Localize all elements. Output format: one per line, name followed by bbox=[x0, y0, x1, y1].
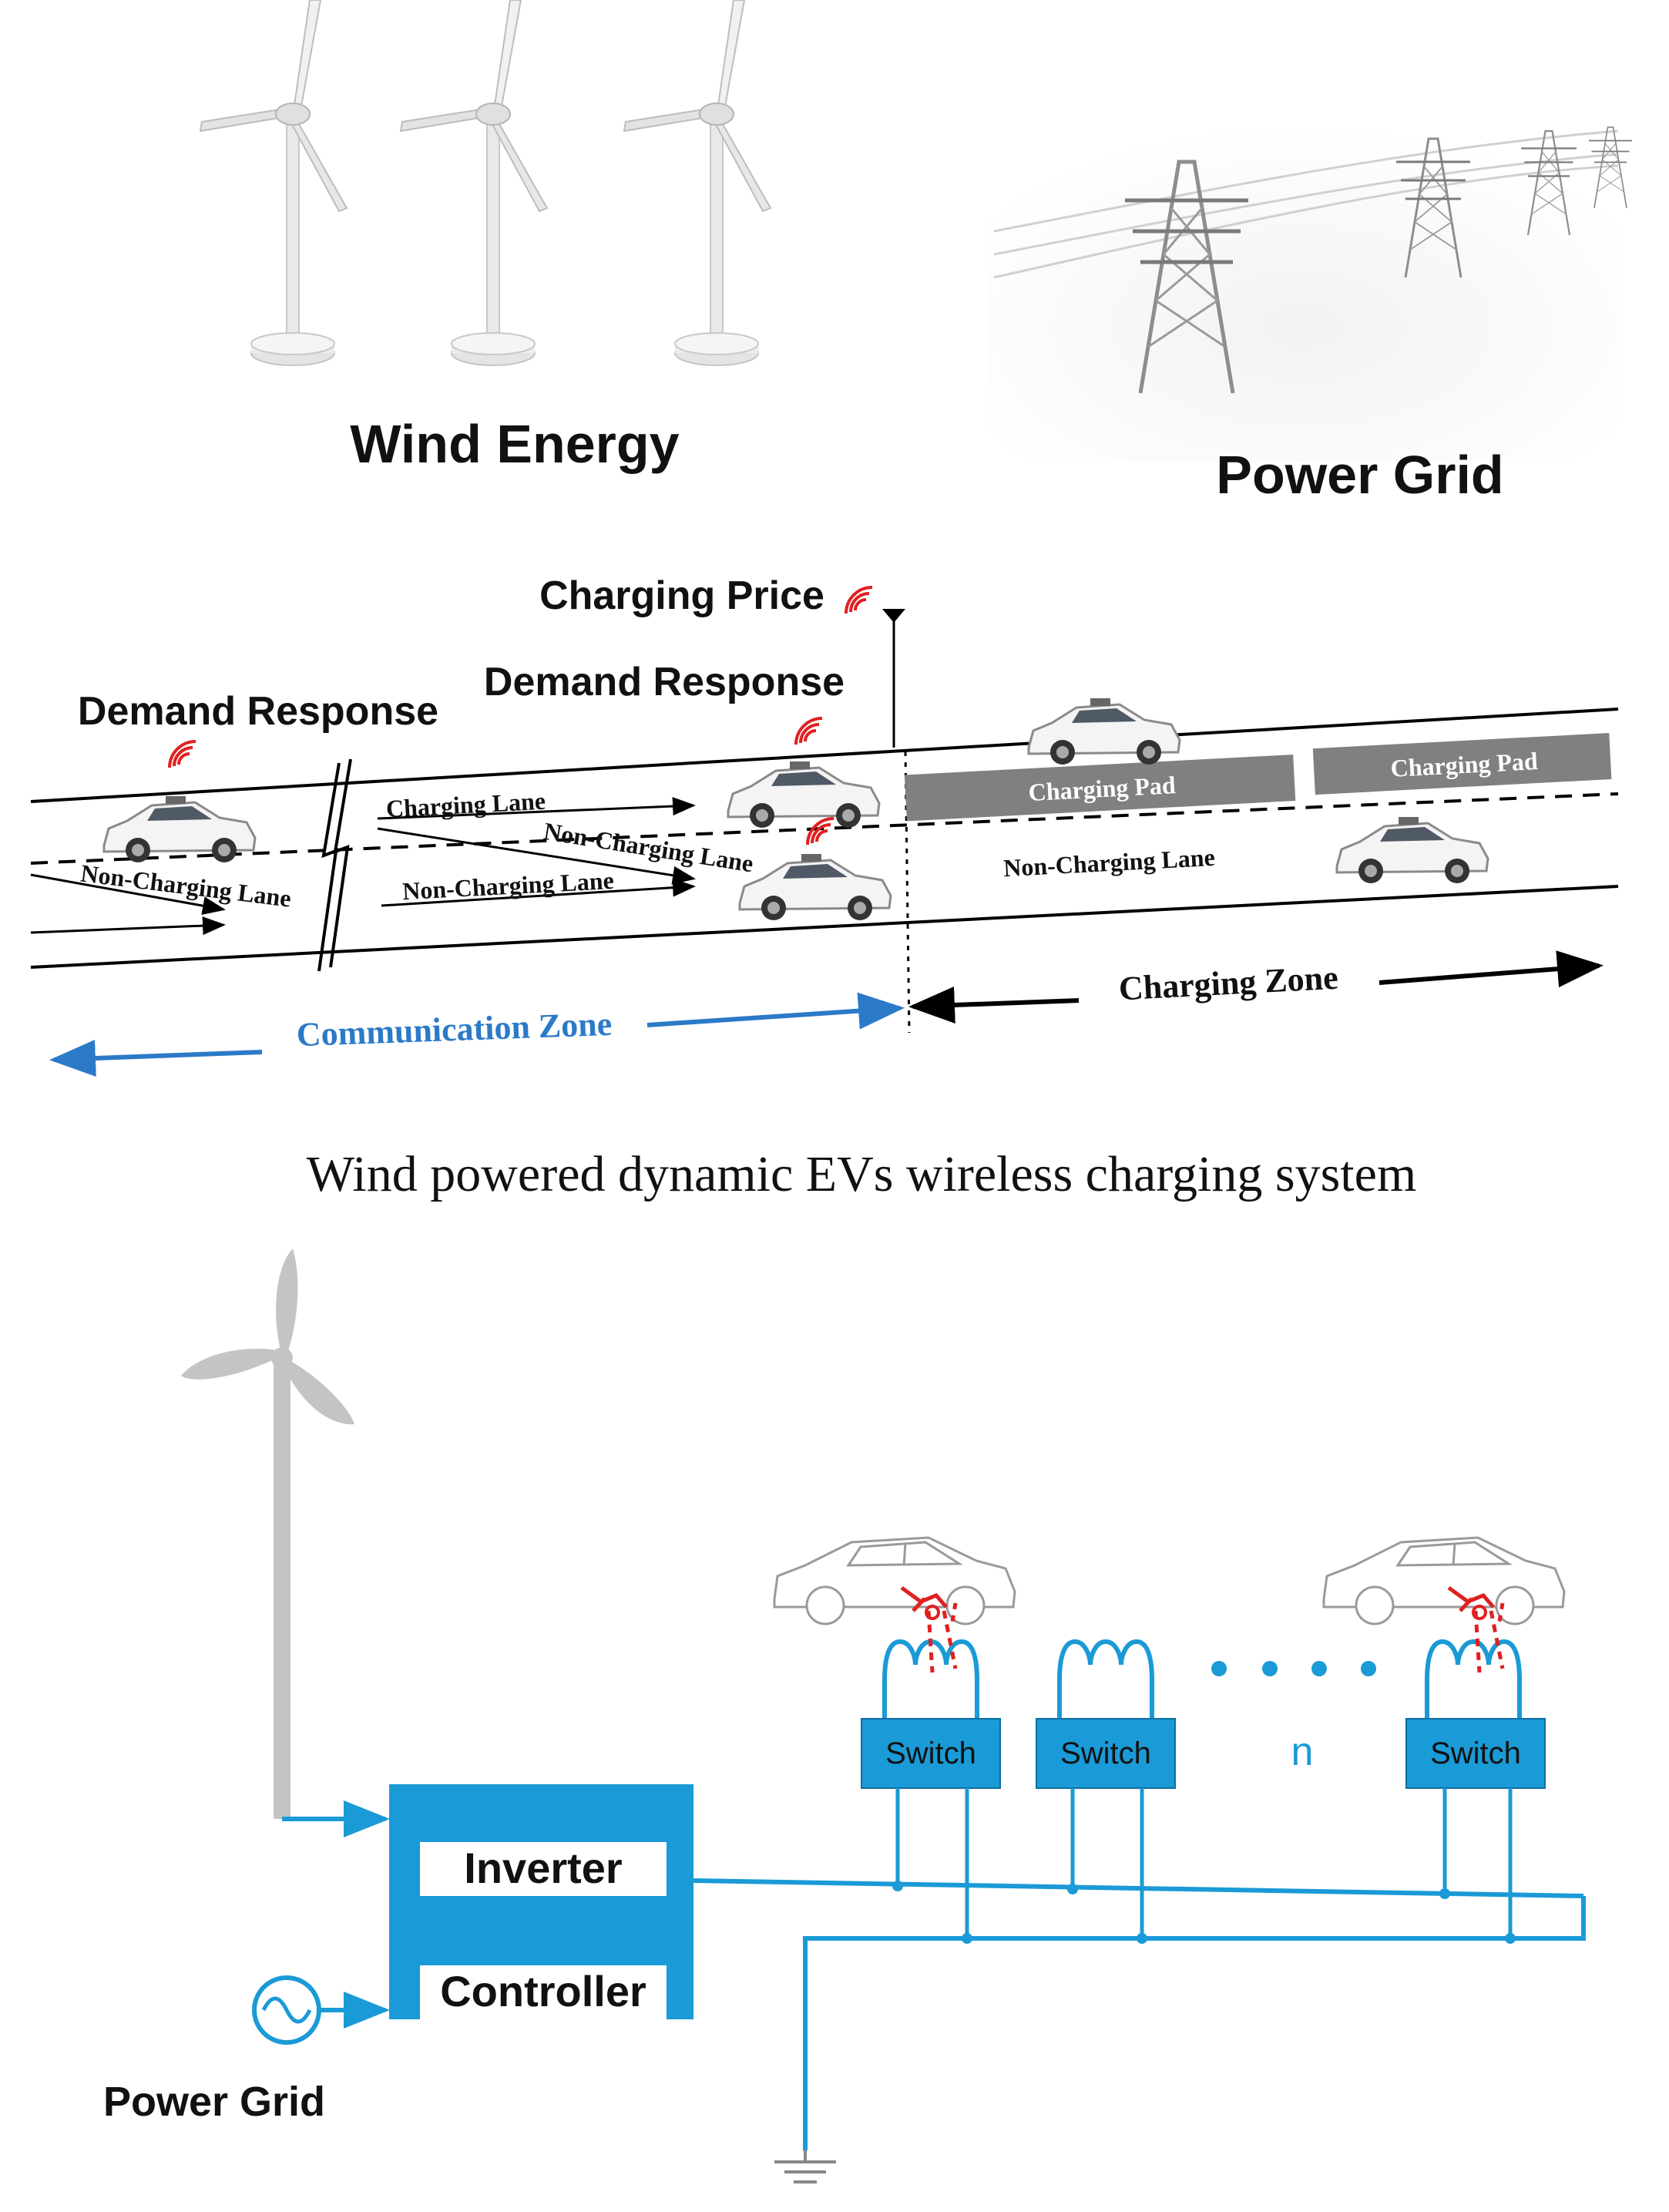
antenna-signal-icon bbox=[845, 586, 874, 615]
lane-divider bbox=[30, 792, 1619, 865]
coil-1-icon bbox=[885, 1642, 977, 1680]
charging-zone-arrow-left bbox=[908, 987, 1080, 1024]
wind-turbine-1 bbox=[200, 0, 348, 366]
noncharging-lane-arrow bbox=[381, 878, 696, 907]
car-noncharging-lane bbox=[738, 852, 892, 922]
switch-n-box bbox=[1405, 1718, 1546, 1789]
lane-arrow-left-1 bbox=[30, 873, 226, 916]
switch-2-box bbox=[1036, 1718, 1176, 1789]
charging-pad-2: Charging Pad bbox=[1312, 733, 1612, 795]
power-grid-top-label: Power Grid bbox=[1216, 445, 1503, 505]
n-label: n bbox=[1291, 1730, 1314, 1774]
road-edge-bottom bbox=[30, 885, 1619, 969]
bus-line-return bbox=[803, 1896, 1586, 2150]
road-break-left bbox=[317, 762, 341, 972]
circuit-diagram: Inverter Controller Power Grid Switch bbox=[103, 1249, 1586, 2183]
charging-lane-label: Charging Lane bbox=[385, 787, 546, 823]
power-grid-circuit-label: Power Grid bbox=[103, 2079, 325, 2125]
demand-response-left-label: Demand Response bbox=[78, 689, 438, 734]
road-break-right bbox=[329, 758, 352, 968]
turbine-silhouette-icon bbox=[181, 1249, 354, 1819]
coil-2-icon bbox=[1059, 1642, 1152, 1680]
ellipsis-dots bbox=[1211, 1661, 1376, 1676]
switch-1-box bbox=[861, 1718, 1001, 1789]
car-charging-lane bbox=[727, 760, 881, 829]
road-edge-top bbox=[30, 708, 1619, 803]
switch-n-label: Switch bbox=[1430, 1736, 1521, 1770]
charging-price-label: Charging Price bbox=[539, 573, 824, 618]
road-diagram: Charging Pad Charging Pad bbox=[30, 586, 1619, 1077]
demand-response-right-label: Demand Response bbox=[484, 660, 845, 704]
charging-zone-label: Charging Zone bbox=[1118, 959, 1339, 1008]
coil-n-icon bbox=[1427, 1642, 1520, 1680]
switch-unit-n: Switch bbox=[1322, 1536, 1566, 1944]
wind-energy-label: Wind Energy bbox=[350, 414, 679, 474]
inverter-label-box bbox=[420, 1842, 667, 1896]
charging-zone-arrow-right bbox=[1379, 950, 1604, 988]
wireless-transfer-1-icon bbox=[900, 1585, 958, 1673]
car-left-signal-icon bbox=[168, 740, 197, 769]
bus-line-top bbox=[693, 1878, 1584, 1898]
car-noncharging-lane-signal-icon bbox=[806, 817, 835, 846]
lane-arrow-left-2 bbox=[30, 916, 226, 936]
switch-1-label: Switch bbox=[885, 1736, 976, 1770]
ev-car-n bbox=[1322, 1536, 1566, 1625]
car-right-noncharging bbox=[1335, 815, 1489, 885]
noncharging-lane-left-label: Non-Charging Lane bbox=[79, 859, 293, 912]
figure-caption: Wind powered dynamic EVs wireless chargi… bbox=[307, 1146, 1416, 1202]
ground-icon bbox=[774, 2150, 836, 2183]
wind-turbine-2 bbox=[400, 0, 548, 366]
charging-pad-1: Charging Pad bbox=[904, 755, 1296, 822]
cross-lane-arrow bbox=[377, 827, 696, 885]
wireless-transfer-n-icon bbox=[1447, 1585, 1505, 1673]
switch-unit-2: Switch bbox=[1036, 1642, 1176, 1944]
noncharging-lane-mid-label: Non-Charging Lane bbox=[401, 866, 614, 905]
switch-unit-1: Switch bbox=[773, 1536, 1016, 1944]
inverter-label: Inverter bbox=[464, 1844, 622, 1892]
noncharging-lane-right-label: Non-Charging Lane bbox=[1002, 843, 1215, 882]
communication-zone-arrow-right bbox=[646, 992, 905, 1030]
communication-zone-label: Communication Zone bbox=[296, 1005, 613, 1054]
controller-label-box bbox=[420, 1965, 667, 2019]
car-charging-lane-signal-icon bbox=[794, 717, 824, 746]
communication-zone-arrow-left bbox=[49, 1040, 263, 1077]
antenna-top bbox=[882, 609, 905, 623]
car-left bbox=[102, 795, 257, 864]
switch-2-label: Switch bbox=[1060, 1736, 1151, 1770]
charging-lane-arrow bbox=[377, 797, 696, 820]
controller-label: Controller bbox=[440, 1967, 646, 2015]
ev-car-1 bbox=[773, 1536, 1016, 1625]
car-on-pad bbox=[1027, 697, 1181, 766]
wind-turbines-illustration bbox=[200, 0, 771, 366]
power-grid-illustration bbox=[986, 123, 1633, 462]
wind-turbine-3 bbox=[623, 0, 771, 366]
